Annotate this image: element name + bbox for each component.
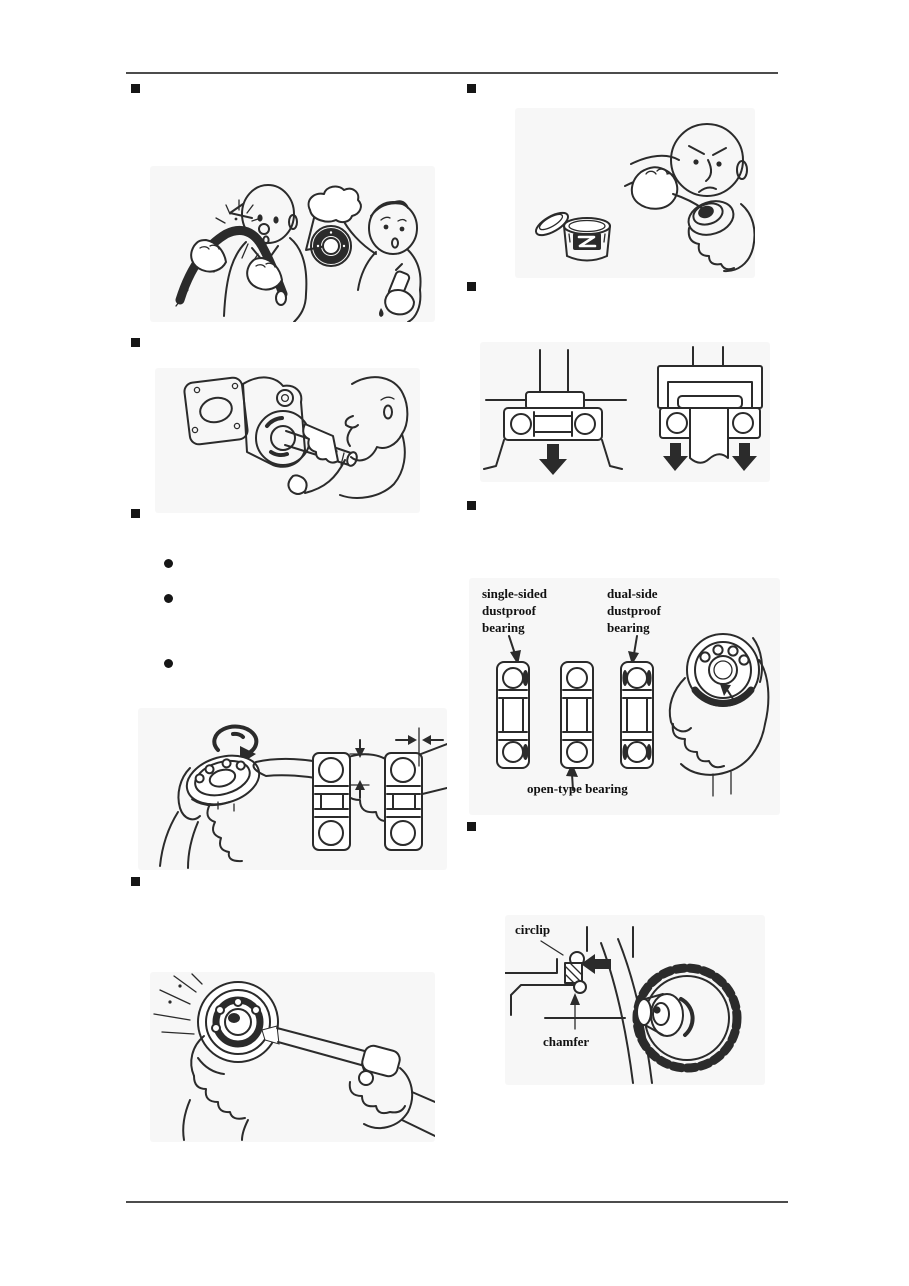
bearing-types-drawing: [496, 633, 770, 797]
left-man-fists: [190, 239, 283, 291]
air-hose-two-men-drawing: [175, 184, 422, 322]
trigger-hand: [348, 1067, 435, 1137]
right-man: [341, 200, 422, 322]
square-bullet-icon: [131, 877, 140, 886]
figure-bearing-press-methods: [480, 342, 770, 482]
section-lines: [505, 926, 634, 1019]
top-rule: [126, 72, 778, 74]
round-bullet-icon: [164, 659, 173, 668]
figure-pump-shaft-inspection: [155, 368, 420, 513]
circlip-chamfer-drawing: [505, 926, 742, 1084]
bearing-face: [197, 981, 279, 1063]
chamfer-label: chamfer: [543, 1034, 590, 1049]
figure-greasing-bearing: [515, 108, 755, 278]
pressing-hand: [624, 154, 704, 210]
circlip-section: [564, 951, 587, 994]
pump-body: [183, 376, 311, 468]
figure-bearing-play-check: [138, 708, 447, 870]
figure-bearing-air-blow: [150, 972, 435, 1142]
install-direction-arrow-icon: [581, 954, 611, 974]
figure-bearing-shield-types: single-sided dustproof bearing dual-side…: [469, 578, 780, 815]
round-bullet-icon: [164, 559, 173, 568]
holding-hand: [182, 1035, 249, 1141]
air-gun: [261, 1025, 401, 1086]
tilted-bearing: [185, 754, 261, 807]
can-lid: [534, 211, 570, 237]
play-check-drawing: [159, 724, 447, 869]
open-type-bearing-label: open-type bearing: [527, 781, 628, 796]
man-head: [670, 123, 748, 197]
bottom-rule: [126, 1201, 788, 1203]
pump-shaft-drawing: [183, 376, 409, 499]
press-on-outer-race-diagram: [657, 346, 763, 471]
figure-air-hose-and-bearing-handling: [150, 166, 435, 322]
circlip-label: circlip: [515, 922, 551, 937]
figure-circlip-chamfer: circlip chamfer: [505, 915, 765, 1085]
holding-hand: [159, 767, 243, 869]
grease-can: [563, 217, 611, 262]
hand-holding-bearing: [668, 633, 770, 797]
square-bullet-icon: [467, 822, 476, 831]
square-bullet-icon: [467, 282, 476, 291]
square-bullet-icon: [131, 509, 140, 518]
square-bullet-icon: [131, 84, 140, 93]
press-diagrams-drawing: [483, 346, 763, 475]
round-bullet-icon: [164, 594, 173, 603]
bearing-in-hand: [687, 200, 755, 273]
radial-play-section: [384, 727, 444, 851]
single-sided-dustproof-label: single-sided dustproof bearing: [482, 586, 548, 635]
dual-side-dustproof-bearing-section: [620, 661, 654, 769]
chamfer-arrow-icon: [570, 993, 580, 1030]
single-sided-dustproof-bearing-section: [496, 661, 530, 769]
cloth-wrapped-bearing: [305, 185, 362, 267]
axial-play-section: [312, 739, 370, 851]
air-blow-drawing: [153, 973, 435, 1141]
greasing-bearing-drawing: [534, 123, 755, 273]
square-bullet-icon: [467, 84, 476, 93]
spray-lines-icon: [153, 973, 203, 1035]
dual-side-dustproof-label: dual-side dustproof bearing: [607, 586, 661, 635]
press-on-inner-race-diagram: [483, 349, 627, 475]
sprocket-gear: [632, 963, 742, 1073]
square-bullet-icon: [467, 501, 476, 510]
open-type-bearing-section: [560, 661, 594, 769]
square-bullet-icon: [131, 338, 140, 347]
inspector: [287, 376, 409, 499]
oil-bottle: [379, 263, 415, 317]
spark-burst-icon: [215, 199, 262, 224]
